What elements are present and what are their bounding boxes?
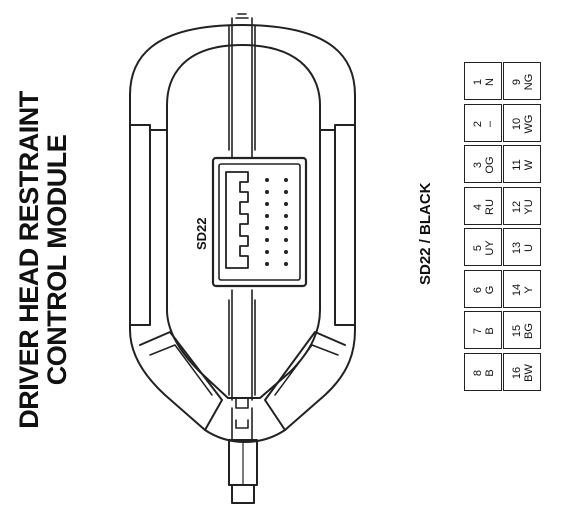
pin-number: 2: [472, 120, 484, 127]
pin-number: 3: [472, 161, 484, 169]
lower-facet-left: [139, 331, 223, 431]
pin-wire-color: YU: [523, 198, 535, 215]
side-panel-left: [129, 124, 151, 326]
pin-cell: 2–: [464, 103, 503, 143]
pin-number: 1: [472, 78, 484, 86]
pin-wire-color: WG: [523, 114, 535, 133]
cable-stub: [228, 439, 258, 504]
pin-wire-color: Y: [523, 285, 535, 294]
pin-number: 5: [472, 244, 484, 252]
pin-number: 7: [472, 327, 484, 335]
pin-wire-color: RU: [484, 198, 496, 215]
connector-id-label: SD22: [194, 217, 209, 250]
pin-number: 9: [511, 78, 523, 86]
pin-wire-color: B: [484, 368, 496, 377]
lower-facet-right: [264, 331, 346, 431]
connector-subtitle: SD22 / BLACK: [417, 182, 434, 285]
pin-wire-color: BW: [523, 363, 535, 382]
housing-inner: [166, 44, 321, 399]
pin-number: 6: [472, 286, 484, 293]
pin-wire-color: BG: [523, 323, 535, 339]
pin-label: 2–: [465, 105, 503, 143]
pin-number: 16: [511, 366, 523, 379]
pin-number: 4: [472, 203, 484, 210]
pin-number: 15: [511, 324, 523, 338]
pin-wire-color: W: [523, 159, 535, 171]
pin-number: 8: [472, 369, 484, 376]
pin-number: 10: [511, 117, 523, 130]
housing-outer: [129, 24, 356, 443]
pin-number: 13: [511, 241, 523, 255]
pin-wire-color: OG: [484, 156, 496, 174]
pin-number: 14: [511, 283, 523, 296]
pin-wire-color: NG: [523, 73, 535, 91]
pin-wire-color: B: [484, 327, 496, 335]
pin-wire-color: –: [484, 120, 496, 127]
pin-wire-color: N: [484, 78, 496, 86]
pin-wire-color: U: [523, 244, 535, 252]
pin-wire-color: G: [484, 285, 496, 294]
pin-number: 12: [511, 200, 523, 213]
pin-wire-color: UY: [484, 240, 496, 256]
center-seam: [228, 13, 256, 441]
connector-socket: [211, 156, 308, 288]
side-panel-right: [334, 124, 356, 326]
pin-number: 11: [511, 159, 523, 171]
